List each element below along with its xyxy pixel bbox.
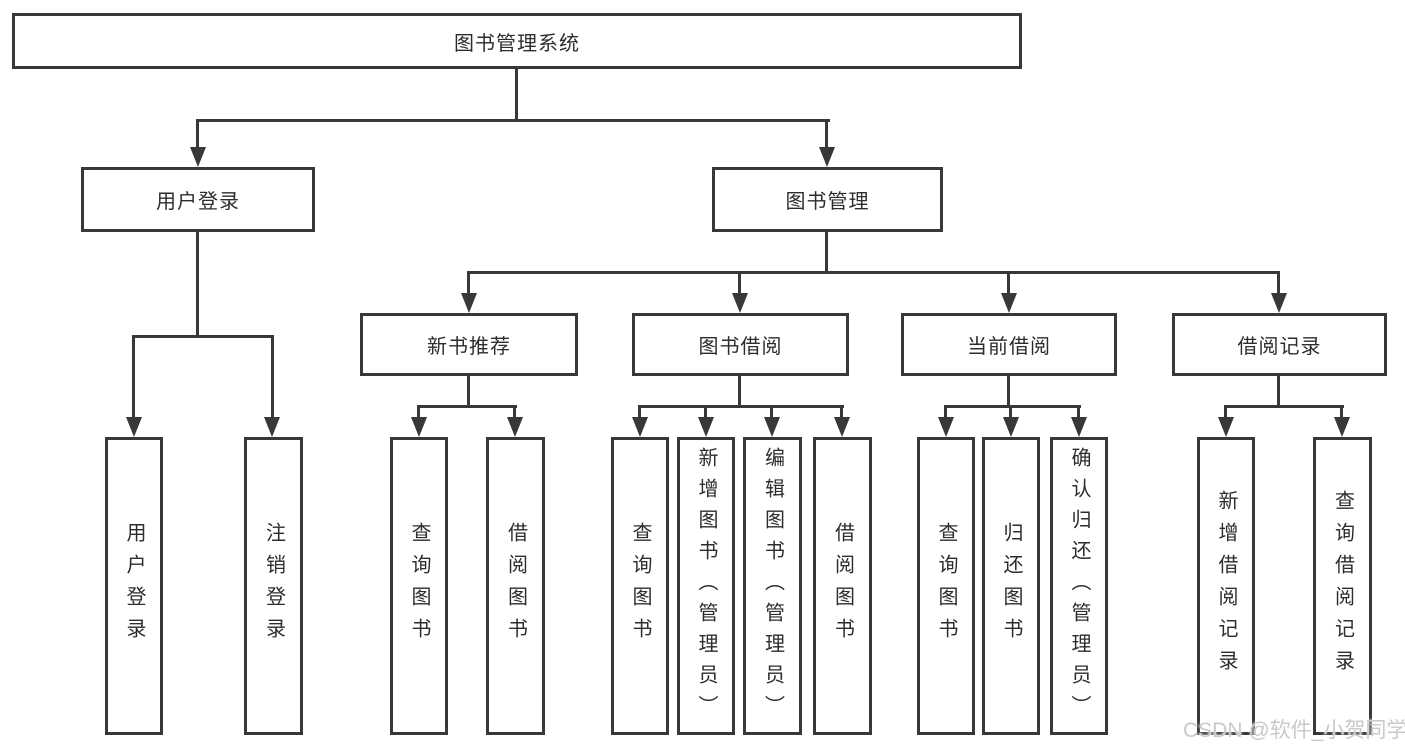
- arrow-down-icon: [126, 417, 142, 437]
- arrow-down-icon: [834, 417, 850, 437]
- connector-vline: [271, 335, 274, 419]
- arrow-down-icon: [1071, 417, 1087, 437]
- connector-hline: [468, 271, 1280, 274]
- arrow-down-icon: [698, 417, 714, 437]
- arrow-down-icon: [264, 417, 280, 437]
- leaf-query-borrow-record: 查询借阅记录: [1313, 437, 1372, 735]
- connector-vline: [638, 405, 641, 419]
- node-root-label: 图书管理系统: [454, 32, 580, 55]
- connector-vline: [1224, 405, 1227, 419]
- node-user-login-label: 用户登录: [156, 191, 240, 213]
- leaf-add-borrow-record-label: 新增借阅记录: [1215, 490, 1237, 682]
- leaf-borrow-book-label: 借阅图书: [831, 522, 854, 650]
- node-current-borrow: 当前借阅: [901, 313, 1117, 376]
- connector-vline: [132, 335, 135, 419]
- arrow-down-icon: [1218, 417, 1234, 437]
- connector-vline: [467, 271, 470, 295]
- connector-hline: [944, 405, 1081, 408]
- leaf-return-book-label: 归还图书: [1000, 522, 1022, 650]
- leaf-confirm-return-admin-label: 确认归还（管理员）: [1068, 446, 1090, 726]
- node-borrow-records-label: 借阅记录: [1237, 336, 1322, 358]
- connector-vline: [1077, 405, 1080, 419]
- connector-vline: [825, 232, 828, 271]
- node-user-login: 用户登录: [81, 167, 315, 232]
- connector-vline: [1007, 271, 1010, 295]
- arrow-down-icon: [1001, 293, 1017, 313]
- leaf-query-book-borrow-label: 查询图书: [629, 522, 651, 650]
- leaf-return-book: 归还图书: [982, 437, 1040, 735]
- arrow-down-icon: [732, 293, 748, 313]
- arrow-down-icon: [1003, 417, 1019, 437]
- arrow-down-icon: [190, 147, 206, 167]
- connector-vline: [1340, 405, 1343, 419]
- leaf-borrow-book: 借阅图书: [813, 437, 872, 735]
- arrow-down-icon: [507, 417, 523, 437]
- leaf-add-book-admin: 新增图书（管理员）: [677, 437, 735, 735]
- connector-vline: [1277, 271, 1280, 295]
- arrow-down-icon: [938, 417, 954, 437]
- node-book-management: 图书管理: [712, 167, 943, 232]
- leaf-query-book-current: 查询图书: [917, 437, 975, 735]
- leaf-confirm-return-admin: 确认归还（管理员）: [1050, 437, 1108, 735]
- leaf-query-borrow-record-label: 查询借阅记录: [1331, 490, 1354, 682]
- leaf-query-book-recommend: 查询图书: [390, 437, 448, 735]
- leaf-edit-book-admin-label: 编辑图书（管理员）: [761, 446, 784, 726]
- leaf-query-book-recommend-label: 查询图书: [408, 522, 430, 650]
- node-root: 图书管理系统: [12, 13, 1022, 69]
- connector-vline: [515, 69, 518, 119]
- leaf-borrow-book-recommend: 借阅图书: [486, 437, 545, 735]
- node-new-book-recommend-label: 新书推荐: [427, 336, 511, 358]
- arrow-down-icon: [461, 293, 477, 313]
- connector-vline: [417, 405, 420, 419]
- connector-vline: [1277, 376, 1280, 405]
- connector-vline: [1009, 405, 1012, 419]
- node-book-borrow-label: 图书借阅: [698, 336, 783, 358]
- connector-vline: [840, 405, 843, 419]
- leaf-add-borrow-record: 新增借阅记录: [1197, 437, 1255, 735]
- connector-vline: [196, 232, 199, 335]
- leaf-borrow-book-recommend-label: 借阅图书: [504, 522, 527, 650]
- leaf-logout: 注销登录: [244, 437, 303, 735]
- arrow-down-icon: [411, 417, 427, 437]
- connector-vline: [825, 119, 828, 148]
- arrow-down-icon: [1334, 417, 1350, 437]
- arrow-down-icon: [819, 147, 835, 167]
- connector-vline: [738, 271, 741, 295]
- connector-vline: [1007, 376, 1010, 405]
- connector-vline: [704, 405, 707, 419]
- connector-hline: [417, 405, 517, 408]
- leaf-query-book-borrow: 查询图书: [611, 437, 669, 735]
- connector-vline: [196, 119, 199, 148]
- leaf-logout-label: 注销登录: [262, 522, 285, 650]
- arrow-down-icon: [1271, 293, 1287, 313]
- node-book-borrow: 图书借阅: [632, 313, 849, 376]
- csdn-watermark: CSDN @软件_小贺同学: [1183, 719, 1405, 742]
- arrow-down-icon: [632, 417, 648, 437]
- connector-hline: [197, 119, 830, 122]
- connector-hline: [132, 335, 274, 338]
- leaf-user-login-label: 用户登录: [123, 522, 145, 650]
- node-current-borrow-label: 当前借阅: [967, 336, 1051, 358]
- connector-vline: [467, 376, 470, 405]
- connector-vline: [944, 405, 947, 419]
- connector-vline: [513, 405, 516, 419]
- node-book-management-label: 图书管理: [785, 191, 870, 213]
- connector-vline: [770, 405, 773, 419]
- connector-hline: [1224, 405, 1344, 408]
- connector-hline: [638, 405, 844, 408]
- leaf-user-login: 用户登录: [105, 437, 163, 735]
- node-new-book-recommend: 新书推荐: [360, 313, 578, 376]
- node-borrow-records: 借阅记录: [1172, 313, 1387, 376]
- connector-vline: [738, 376, 741, 405]
- leaf-edit-book-admin: 编辑图书（管理员）: [743, 437, 802, 735]
- leaf-query-book-current-label: 查询图书: [935, 522, 957, 650]
- arrow-down-icon: [764, 417, 780, 437]
- leaf-add-book-admin-label: 新增图书（管理员）: [695, 446, 717, 726]
